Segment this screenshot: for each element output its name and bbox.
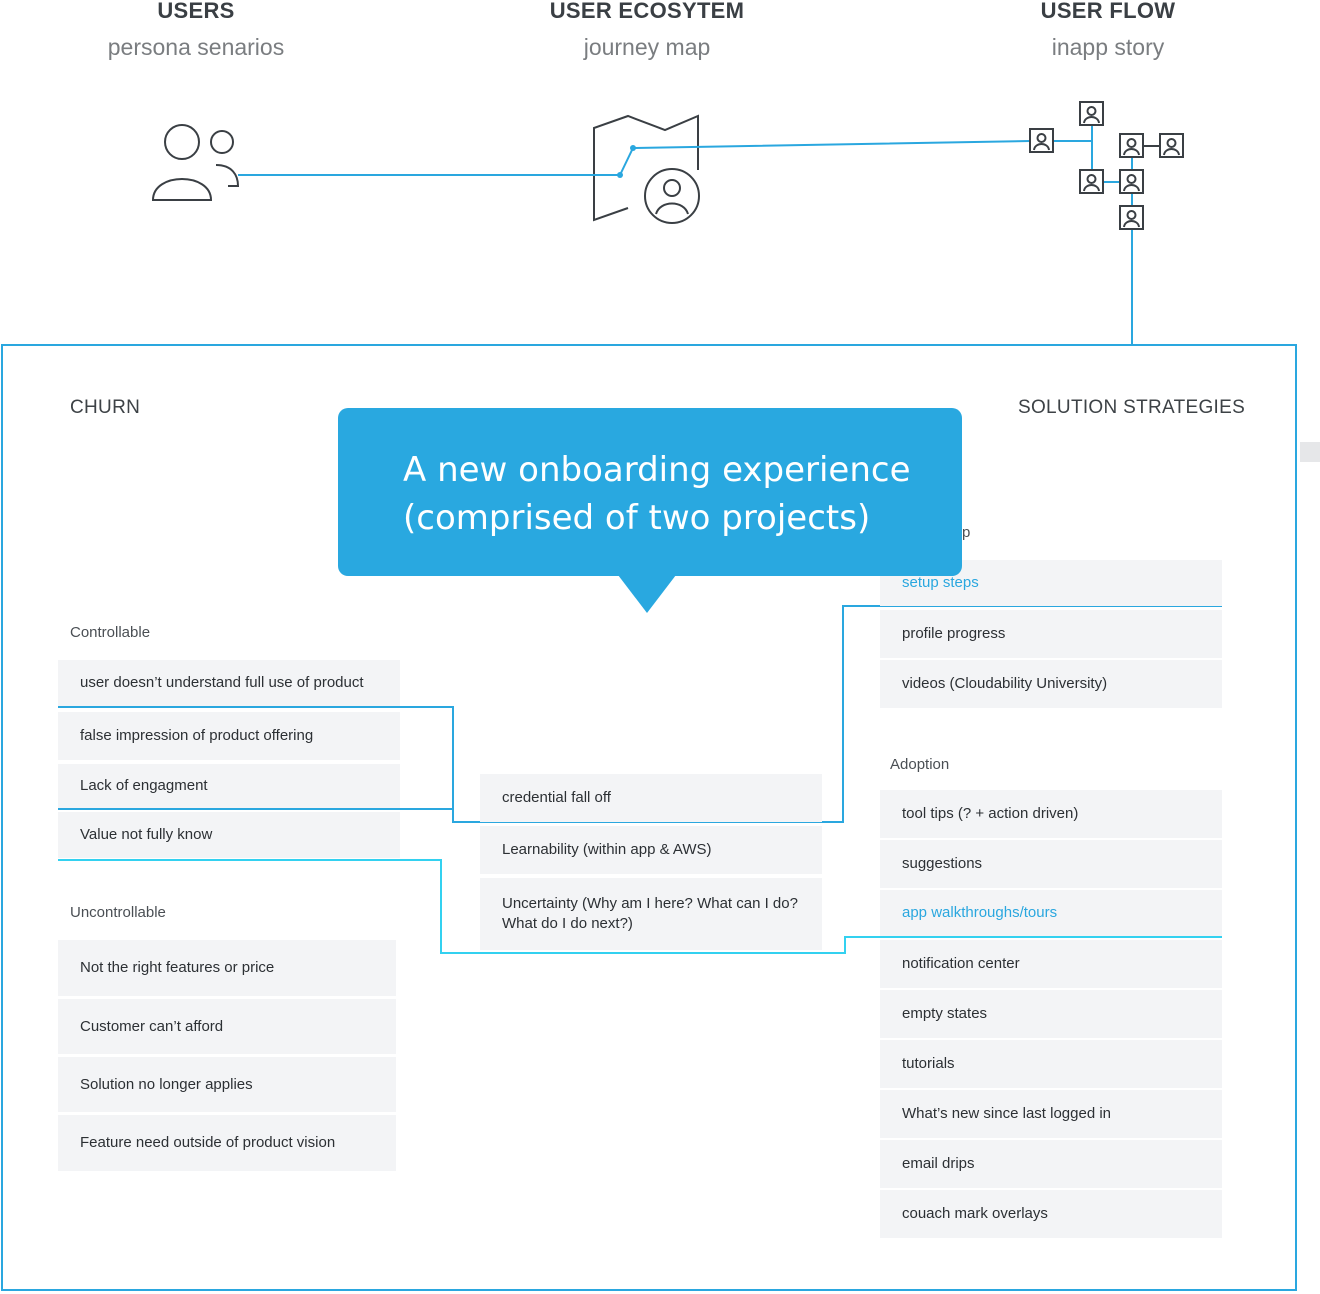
controllable-label: Controllable bbox=[70, 624, 151, 641]
middle-item: credential fall off bbox=[480, 774, 822, 822]
middle-item: Uncertainty (Why am I here? What can I d… bbox=[480, 878, 822, 950]
churn-uncontrollable-item: Customer can’t afford bbox=[58, 999, 396, 1054]
user-flow-icon bbox=[1029, 101, 1184, 230]
adoption-item: email drips bbox=[880, 1140, 1222, 1188]
churn-controllable-item: Value not fully know bbox=[58, 812, 400, 858]
adoption-label: Adoption bbox=[890, 756, 950, 773]
churn-uncontrollable-item: Feature need outside of product vision bbox=[58, 1115, 396, 1171]
onboarding-callout: A new onboarding experience (comprised o… bbox=[338, 408, 962, 613]
flow-node-icon bbox=[1119, 205, 1144, 230]
ecosystem-title: USER ECOSYTEM bbox=[549, 0, 745, 23]
side-gray-block bbox=[1300, 442, 1320, 462]
flow-node-icon bbox=[1079, 101, 1104, 126]
churn-controllable-item: false impression of product offering bbox=[58, 712, 400, 760]
adoption-item: suggestions bbox=[880, 840, 1222, 888]
strategy-frame bbox=[1, 344, 1297, 1291]
journey-map-icon bbox=[593, 114, 700, 224]
user-flow-title: USER FLOW bbox=[1040, 0, 1176, 23]
user-flow-subtitle: inapp story bbox=[1051, 34, 1165, 60]
middle-item: Learnability (within app & AWS) bbox=[480, 826, 822, 874]
churn-title: CHURN bbox=[70, 397, 141, 418]
adoption-item: tool tips (? + action driven) bbox=[880, 790, 1222, 838]
users-subtitle: persona senarios bbox=[107, 34, 285, 60]
adoption-item: notification center bbox=[880, 940, 1222, 988]
churn-controllable-item: Lack of engagment bbox=[58, 764, 400, 808]
flow-node-icon bbox=[1079, 169, 1104, 194]
adoption-item: What’s new since last logged in bbox=[880, 1090, 1222, 1138]
solution-strategies-title: SOLUTION STRATEGIES bbox=[1018, 397, 1246, 418]
churn-uncontrollable-item: Solution no longer applies bbox=[58, 1057, 396, 1112]
flow-node-icon bbox=[1029, 128, 1054, 153]
uncontrollable-label: Uncontrollable bbox=[70, 904, 166, 921]
callout-text: A new onboarding experience (comprised o… bbox=[403, 450, 911, 538]
adoption-item: couach mark overlays bbox=[880, 1190, 1222, 1238]
churn-controllable-item: user doesn’t understand full use of prod… bbox=[58, 660, 400, 706]
setup-group-label: p bbox=[962, 524, 971, 541]
adoption-item: empty states bbox=[880, 990, 1222, 1038]
users-title: USERS bbox=[157, 0, 235, 23]
flow-node-icon bbox=[1159, 133, 1184, 158]
ecosystem-header: USER ECOSYTEM journey map bbox=[497, 0, 797, 60]
user-flow-header: USER FLOW inapp story bbox=[958, 0, 1258, 60]
adoption-item: app walkthroughs/tours bbox=[880, 890, 1222, 936]
users-group-icon bbox=[151, 124, 240, 201]
setup-item: videos (Cloudability University) bbox=[880, 660, 1222, 708]
flow-node-icon bbox=[1119, 133, 1144, 158]
callout-pointer bbox=[618, 575, 676, 613]
flow-node-icon bbox=[1119, 169, 1144, 194]
setup-item: profile progress bbox=[880, 610, 1222, 658]
adoption-item: tutorials bbox=[880, 1040, 1222, 1088]
ecosystem-subtitle: journey map bbox=[583, 34, 711, 60]
users-header: USERS persona senarios bbox=[46, 0, 346, 60]
churn-uncontrollable-item: Not the right features or price bbox=[58, 940, 396, 996]
